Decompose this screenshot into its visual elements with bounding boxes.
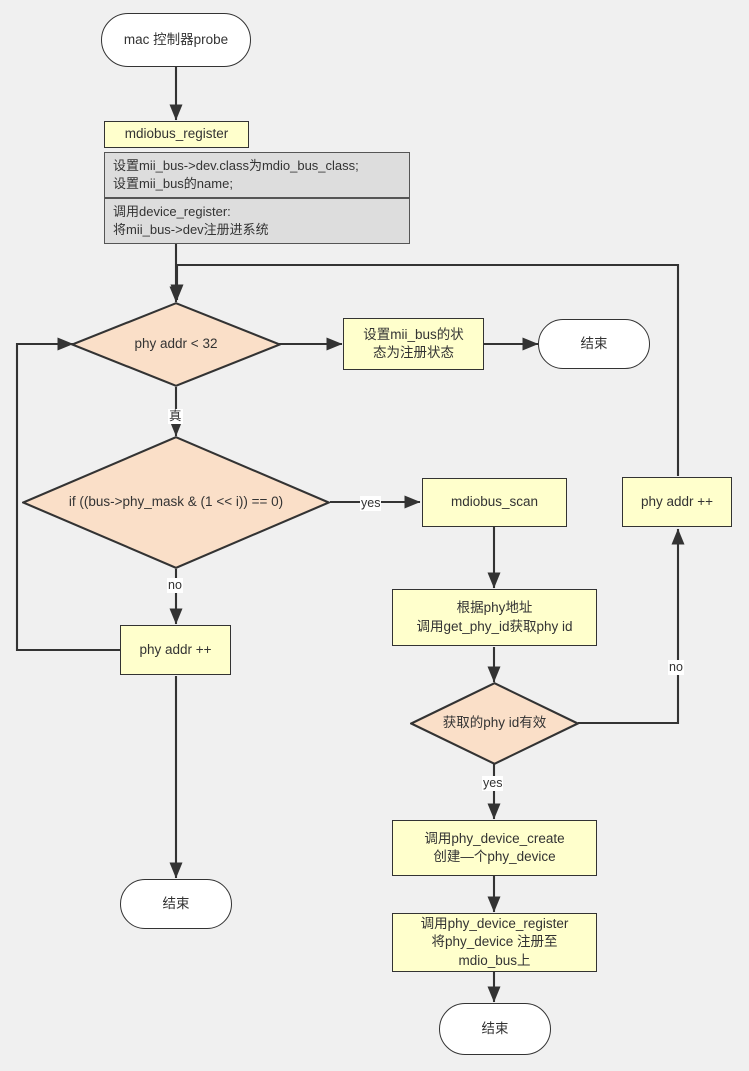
node-end-left[interactable]: 结束 — [120, 879, 232, 929]
node-decision-phy-id-valid[interactable]: 获取的phy id有效 — [410, 682, 579, 765]
edge-label-true: 真 — [168, 409, 183, 424]
node-end-right[interactable]: 结束 — [538, 319, 650, 369]
node-detail-set-class: 设置mii_bus->dev.class为mdio_bus_class; 设置m… — [104, 152, 410, 198]
node-mdiobus-scan[interactable]: mdiobus_scan — [422, 478, 567, 527]
node-set-bus-state-label: 设置mii_bus的状 态为注册状态 — [363, 326, 464, 360]
node-detail-device-register-label: 调用device_register: 将mii_bus->dev注册进系统 — [113, 204, 269, 237]
node-decision-phy-addr-lt-32[interactable]: phy addr < 32 — [71, 302, 281, 387]
node-phy-addr-increment-left[interactable]: phy addr ++ — [120, 625, 231, 675]
edge-label-no-phy-id: no — [668, 660, 684, 675]
node-detail-set-class-label: 设置mii_bus->dev.class为mdio_bus_class; 设置m… — [113, 158, 359, 191]
node-start-label: mac 控制器probe — [123, 31, 229, 47]
edge-label-yes-phy-id: yes — [482, 776, 504, 791]
node-end-left-label: 结束 — [162, 895, 190, 911]
node-mdiobus-register[interactable]: mdiobus_register — [104, 121, 249, 148]
node-phy-device-create[interactable]: 调用phy_device_create 创建—个phy_device — [392, 820, 597, 876]
node-set-bus-state[interactable]: 设置mii_bus的状 态为注册状态 — [343, 318, 484, 370]
node-detail-device-register: 调用device_register: 将mii_bus->dev注册进系统 — [104, 198, 410, 244]
node-phy-addr-increment-left-label: phy addr ++ — [139, 641, 212, 657]
edge-label-no-mask: no — [167, 578, 183, 593]
node-phy-addr-increment-right[interactable]: phy addr ++ — [622, 477, 732, 527]
edge-label-yes-mask: yes — [360, 496, 382, 511]
diamond-shape — [410, 682, 579, 765]
node-decision-phy-mask-label: if ((bus->phy_mask & (1 << i)) == 0) — [68, 494, 284, 510]
node-end-bottom-label: 结束 — [481, 1020, 509, 1036]
node-phy-device-register-label: 调用phy_device_register 将phy_device 注册至 md… — [420, 916, 569, 968]
node-phy-addr-increment-right-label: phy addr ++ — [640, 493, 714, 509]
node-phy-device-create-label: 调用phy_device_create 创建—个phy_device — [424, 830, 565, 864]
node-get-phy-id-label: 根据phy地址 调用get_phy_id获取phy id — [416, 600, 573, 634]
node-decision-phy-addr-lt-32-label: phy addr < 32 — [134, 336, 218, 352]
node-phy-device-register[interactable]: 调用phy_device_register 将phy_device 注册至 md… — [392, 913, 597, 972]
node-decision-phy-id-valid-label: 获取的phy id有效 — [442, 715, 547, 731]
node-start[interactable]: mac 控制器probe — [101, 13, 251, 67]
node-get-phy-id[interactable]: 根据phy地址 调用get_phy_id获取phy id — [392, 589, 597, 646]
node-mdiobus-scan-label: mdiobus_scan — [450, 494, 539, 510]
node-end-right-label: 结束 — [580, 335, 608, 351]
node-mdiobus-register-label: mdiobus_register — [124, 126, 229, 142]
node-end-bottom[interactable]: 结束 — [439, 1003, 551, 1055]
node-decision-phy-mask[interactable]: if ((bus->phy_mask & (1 << i)) == 0) — [22, 436, 330, 569]
